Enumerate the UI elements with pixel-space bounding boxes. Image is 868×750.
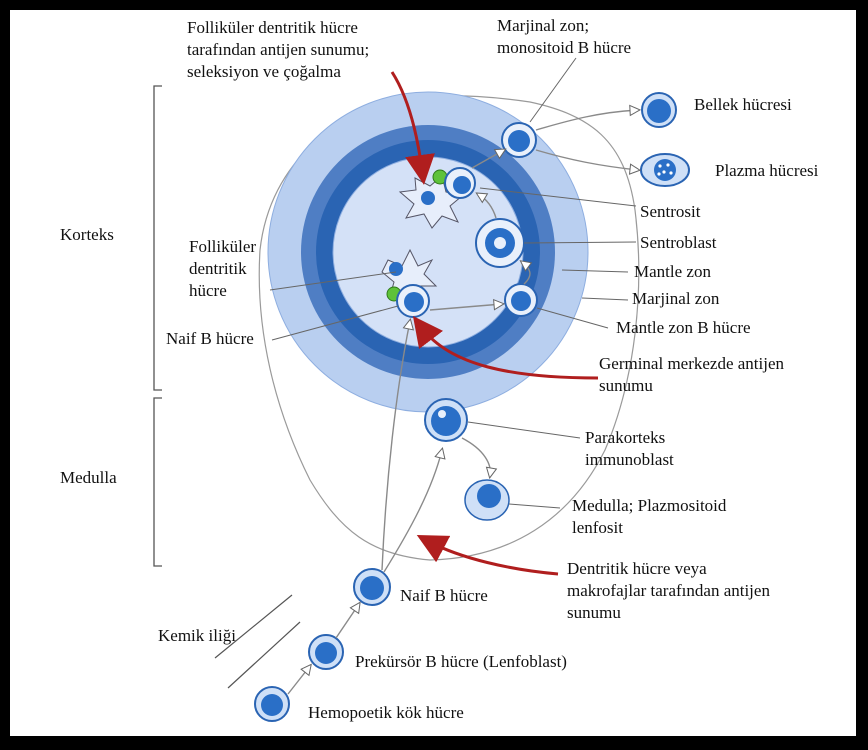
label-sentrosit: Sentrosit [640,202,701,221]
plazma-cell [640,153,690,187]
arrow-to-plazma [535,149,638,170]
kemik-line-1 [214,594,293,659]
label-top-right-line-1: Marjinal zon; [497,16,590,35]
label-sentroblast: Sentroblast [640,233,717,252]
label-kemik-iligi: Kemik iliği [158,626,236,645]
label-fdc-line-2: dentritik [189,259,247,278]
label-naif-b-lower: Naif B hücre [400,586,488,605]
label-germinal: Germinal merkezde antijen sunumu [599,353,784,397]
bellek-cell [641,92,677,128]
label-dentritik-line-1: Dentritik hücre veya [567,559,707,578]
hemopoetik-kok-cell [254,686,290,722]
parakorteks-immunoblast-cell [424,398,468,442]
sentroblast-cell [475,218,525,268]
arrow-hemo-to-prek [287,666,310,695]
label-top-left-line-2: tarafından antijen sunumu; [187,40,370,59]
label-parakorteks-line-2: immunoblast [585,450,674,469]
arrow-sentrosit-to-monositoid [471,150,504,169]
label-germinal-line-2: sunumu [599,376,653,395]
red-arrow-germinal [412,316,599,380]
label-fdc: Folliküler dentritik hücre [189,236,256,302]
kemik-line-2 [227,621,301,689]
label-plazmositoid-line-1: Medulla; Plazmositoid [572,496,727,515]
sentrosit-cell [444,167,476,199]
label-prekursor: Prekürsör B hücre (Lenfoblast) [355,652,567,671]
label-mantle-zon-b: Mantle zon B hücre [616,318,751,337]
prekursor-b-cell [308,634,344,670]
label-fdc-line-1: Folliküler [189,237,257,256]
naif-b-cell-follicle [396,284,430,318]
medulla-bracket [153,397,162,567]
red-arrow-dentritik [416,534,559,576]
naif-b-cell-lower [353,568,391,606]
label-top-left-line-3: seleksiyon ve çoğalma [187,62,341,81]
red-arrows [390,71,599,576]
arrow-mantle-to-sentroblast [522,262,530,285]
fdc-lower-nucleus [389,262,403,276]
arrow-to-bellek [535,110,638,131]
leader-lines [269,57,637,509]
monositoid-b-cell [501,122,537,158]
label-plazmositoid: Medulla; Plazmositoid lenfosit [572,495,726,539]
label-marjinal-zon: Marjinal zon [632,289,720,308]
label-dentritik: Dentritik hücre veya makrofajlar tarafın… [567,558,770,624]
label-dentritik-line-2: makrofajlar tarafından antijen [567,581,770,600]
mantle-zon-b-cell [504,283,538,317]
label-bellek: Bellek hücresi [694,95,792,114]
label-mantle-zon: Mantle zon [634,262,711,281]
arrow-prek-to-naif [335,604,359,639]
label-top-left-line-1: Folliküler dentritik hücre [187,18,358,37]
label-fdc-line-3: hücre [189,281,227,300]
label-naif-b-upper: Naif B hücre [166,329,254,348]
diagram-panel: Folliküler dentritik hücre tarafından an… [10,10,856,736]
label-dentritik-line-3: sunumu [567,603,621,622]
label-medulla: Medulla [60,468,117,487]
arrow-naif-to-follicle [381,321,410,571]
lymph-node-diagram [153,57,690,722]
arrow-naif-to-parakorteks [383,450,442,573]
arrow-naif-to-mantle [429,304,502,311]
plazmositoid-cell [464,479,510,521]
pathway-arrows [287,110,638,695]
label-top-right-line-2: monositoid B hücre [497,38,632,57]
label-korteks: Korteks [60,225,114,244]
fdc-upper-nucleus [421,191,435,205]
label-germinal-line-1: Germinal merkezde antijen [599,354,785,373]
label-parakorteks: Parakorteks immunoblast [585,427,674,471]
korteks-bracket [153,85,162,391]
label-parakorteks-line-1: Parakorteks [585,428,666,447]
label-top-left: Folliküler dentritik hücre tarafından an… [187,17,369,83]
label-plazmositoid-line-2: lenfosit [572,518,623,537]
label-top-right: Marjinal zon; monositoid B hücre [497,15,631,59]
label-hemopoetik: Hemopoetik kök hücre [308,703,464,722]
red-arrow-top [390,71,435,185]
label-plazma: Plazma hücresi [715,161,819,180]
arrow-immunoblast-to-plazmositoid [461,437,490,476]
arrow-sentroblast-to-sentrosit [478,194,497,219]
